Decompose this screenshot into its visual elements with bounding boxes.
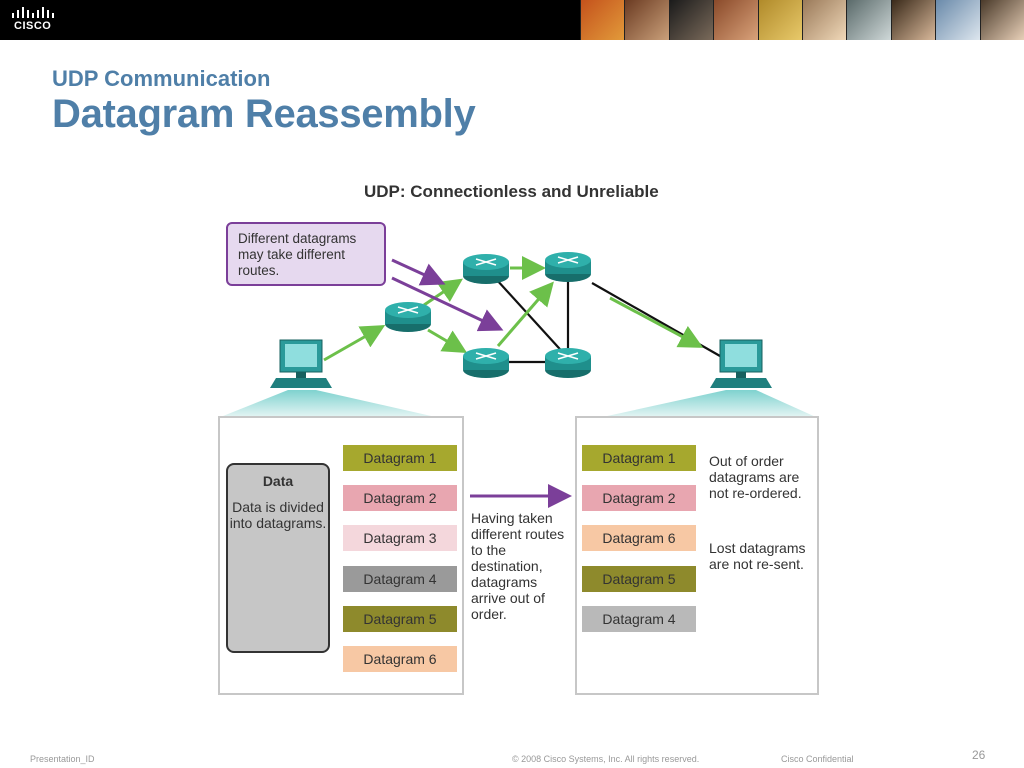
datagram-box: Datagram 2 xyxy=(343,485,457,512)
header-photo xyxy=(624,0,669,40)
callout-arrows xyxy=(391,258,572,508)
routes-callout: Different datagrams may take different r… xyxy=(226,222,386,286)
router-icon xyxy=(463,348,509,378)
datagram-box: Datagram 3 xyxy=(343,525,457,552)
header-photo xyxy=(757,0,803,40)
header-photo xyxy=(890,0,936,40)
datagram-box: Datagram 4 xyxy=(582,605,696,632)
header-photo xyxy=(713,0,758,40)
cisco-logo: CISCO xyxy=(10,6,62,34)
reorder-note: Out of order datagrams are not re-ordere… xyxy=(709,453,802,501)
router-icon xyxy=(545,252,591,282)
header-bar: CISCO xyxy=(0,0,1024,40)
header-photo xyxy=(668,0,714,40)
slide-subtitle: UDP Communication xyxy=(52,66,271,91)
header-photo-strip xyxy=(580,0,1024,40)
slide-title: Datagram Reassembly xyxy=(52,92,476,136)
header-photo xyxy=(580,0,625,40)
cisco-bridge-icon xyxy=(12,7,54,18)
footer-presentation-id: Presentation_ID xyxy=(30,754,95,764)
source-pc-icon xyxy=(270,339,332,388)
lost-note: Lost datagrams are not re-sent. xyxy=(709,540,806,572)
sender-zoom-funnel xyxy=(218,390,440,418)
datagram-box: Datagram 5 xyxy=(343,605,457,632)
datagram-box: Datagram 2 xyxy=(582,485,696,512)
header-photo xyxy=(802,0,847,40)
page-number: 26 xyxy=(972,748,986,762)
header-photo xyxy=(935,0,980,40)
cisco-wordmark: CISCO xyxy=(14,20,52,32)
router-icon xyxy=(545,348,591,378)
destination-pc-icon xyxy=(710,339,772,388)
datagram-box: Datagram 5 xyxy=(582,565,696,592)
data-block: Data Data is divided into datagrams. xyxy=(226,463,330,653)
header-photo xyxy=(846,0,891,40)
datagram-box: Datagram 1 xyxy=(582,445,696,471)
network-links xyxy=(485,267,721,364)
transit-note: Having taken different routes to the des… xyxy=(471,510,565,622)
datagram-box: Datagram 6 xyxy=(343,646,457,672)
datagram-box: Datagram 4 xyxy=(343,565,457,592)
datagram-box: Datagram 6 xyxy=(582,525,696,552)
route-arrows xyxy=(323,256,704,362)
footer-copyright: © 2008 Cisco Systems, Inc. All rights re… xyxy=(512,754,700,764)
router-icon xyxy=(385,302,431,332)
router-icon xyxy=(463,254,509,284)
datagram-box: Datagram 1 xyxy=(343,445,457,471)
footer-confidential: Cisco Confidential xyxy=(781,754,854,764)
header-photo xyxy=(979,0,1024,40)
diagram-title: UDP: Connectionless and Unreliable xyxy=(364,182,659,201)
data-block-description: Data is divided into datagrams. xyxy=(229,499,327,531)
data-block-title: Data xyxy=(262,473,294,489)
receiver-zoom-funnel xyxy=(598,390,818,418)
